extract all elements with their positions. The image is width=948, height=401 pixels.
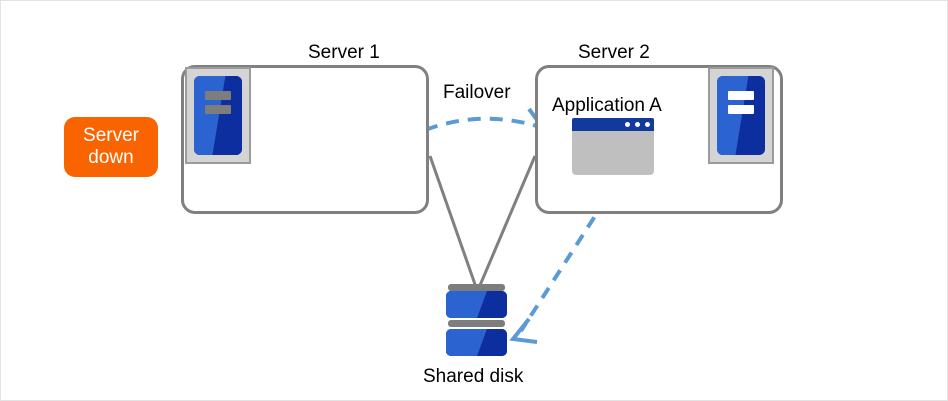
server1-icon-bar-1	[204, 91, 232, 100]
application-window-body	[572, 131, 654, 175]
disk-platter-2	[446, 329, 507, 356]
app-to-disk-arrow-head	[509, 317, 538, 344]
server1-title: Server 1	[308, 42, 380, 63]
server1-icon	[185, 67, 251, 164]
server2-icon-shade	[717, 76, 765, 155]
server1-icon-body	[194, 76, 242, 155]
disk-cap-middle	[448, 320, 505, 327]
connector-server1-to-disk	[428, 155, 479, 291]
server2-icon-bar-2	[727, 105, 755, 114]
server2-title: Server 2	[578, 42, 650, 63]
server1-icon-bar-2	[204, 105, 232, 114]
server2-icon	[708, 67, 774, 164]
failover-arrow-curve	[404, 116, 545, 141]
application-window	[572, 118, 654, 175]
disk-platter-2-shade	[446, 329, 507, 356]
window-dot-3	[645, 122, 650, 127]
server1-icon-shade	[194, 76, 242, 155]
window-dot-1	[625, 122, 630, 127]
server-down-line1: Server	[83, 125, 139, 146]
window-dot-2	[635, 122, 640, 127]
shared-disk-label: Shared disk	[423, 366, 524, 387]
failover-label: Failover	[443, 82, 511, 103]
server2-icon-body	[717, 76, 765, 155]
server-down-badge: Server down	[64, 117, 158, 177]
server-down-line2: down	[88, 147, 134, 168]
disk-cap-top	[448, 284, 505, 291]
shared-disk-icon	[446, 284, 507, 357]
application-label: Application A	[552, 95, 662, 116]
disk-platter-1-shade	[446, 291, 507, 318]
disk-platter-1	[446, 291, 507, 318]
server2-icon-bar-1	[727, 91, 755, 100]
application-window-titlebar	[572, 118, 654, 131]
connector-server2-to-disk	[476, 155, 537, 291]
